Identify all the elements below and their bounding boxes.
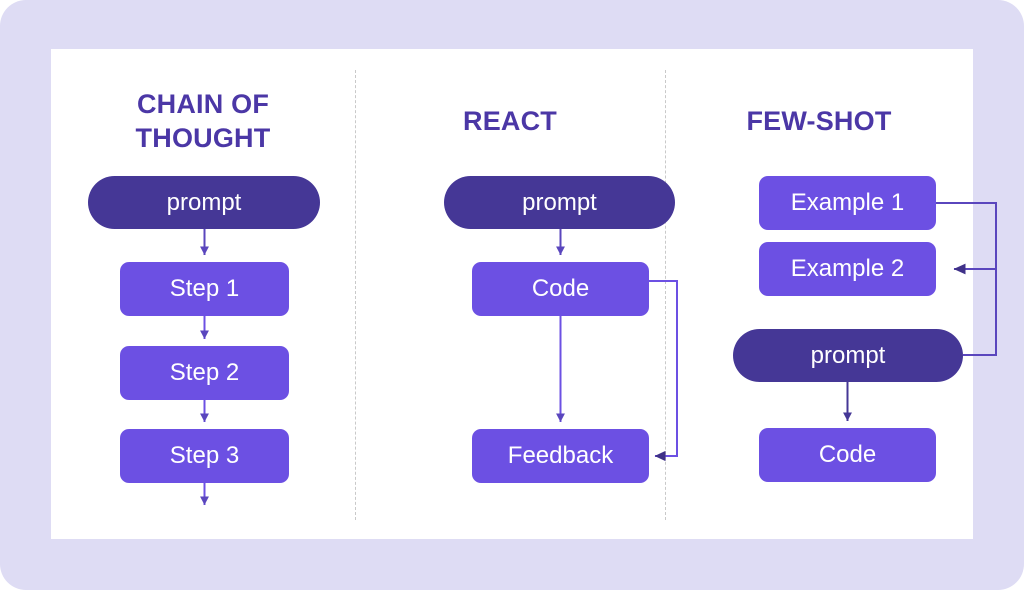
node-cot-step-2[interactable]: Step 2 (120, 346, 289, 400)
column-title-few-shot: FEW-SHOT (665, 104, 973, 138)
column-title-line-1: CHAIN OF (136, 89, 270, 119)
column-few-shot: FEW-SHOT Example 1 Exampl (665, 49, 997, 539)
node-react-prompt[interactable]: prompt (444, 176, 675, 229)
node-label: Example 1 (790, 189, 905, 216)
column-title-chain-of-thought: CHAIN OF THOUGHT (51, 87, 355, 155)
node-react-code[interactable]: Code (472, 262, 649, 316)
node-few-shot-example-1[interactable]: Example 1 (759, 176, 936, 230)
column-title-react: REACT (355, 104, 665, 138)
node-label: prompt (166, 188, 242, 216)
node-label: Step 1 (169, 275, 240, 302)
node-few-shot-example-2[interactable]: Example 2 (759, 242, 936, 296)
node-label: Example 2 (790, 255, 905, 282)
column-react: REACT prompt Code (355, 49, 678, 539)
diagram-card: CHAIN OF THOUGHT prompt Step 1 (51, 49, 997, 539)
node-few-shot-prompt[interactable]: prompt (733, 329, 963, 382)
column-title-line-1: FEW-SHOT (746, 106, 892, 136)
node-cot-prompt[interactable]: prompt (88, 176, 320, 229)
node-react-feedback[interactable]: Feedback (472, 429, 649, 483)
node-cot-step-3[interactable]: Step 3 (120, 429, 289, 483)
column-title-line-1: REACT (463, 106, 557, 136)
node-label: Step 3 (169, 442, 240, 469)
column-title-line-2: THOUGHT (135, 123, 271, 153)
column-divider-1 (355, 70, 356, 520)
node-label: prompt (810, 341, 886, 369)
node-label: Feedback (507, 442, 614, 469)
edge-example1-loop-to-example2 (936, 202, 997, 275)
column-chain-of-thought: CHAIN OF THOUGHT prompt Step 1 (51, 49, 355, 539)
node-label: prompt (522, 188, 597, 216)
node-few-shot-code[interactable]: Code (759, 428, 936, 482)
node-label: Code (531, 275, 590, 302)
node-label: Step 2 (169, 359, 240, 386)
node-label: Code (818, 441, 877, 468)
node-cot-step-1[interactable]: Step 1 (120, 262, 289, 316)
edge-prompt-loop-to-example2 (963, 269, 997, 356)
